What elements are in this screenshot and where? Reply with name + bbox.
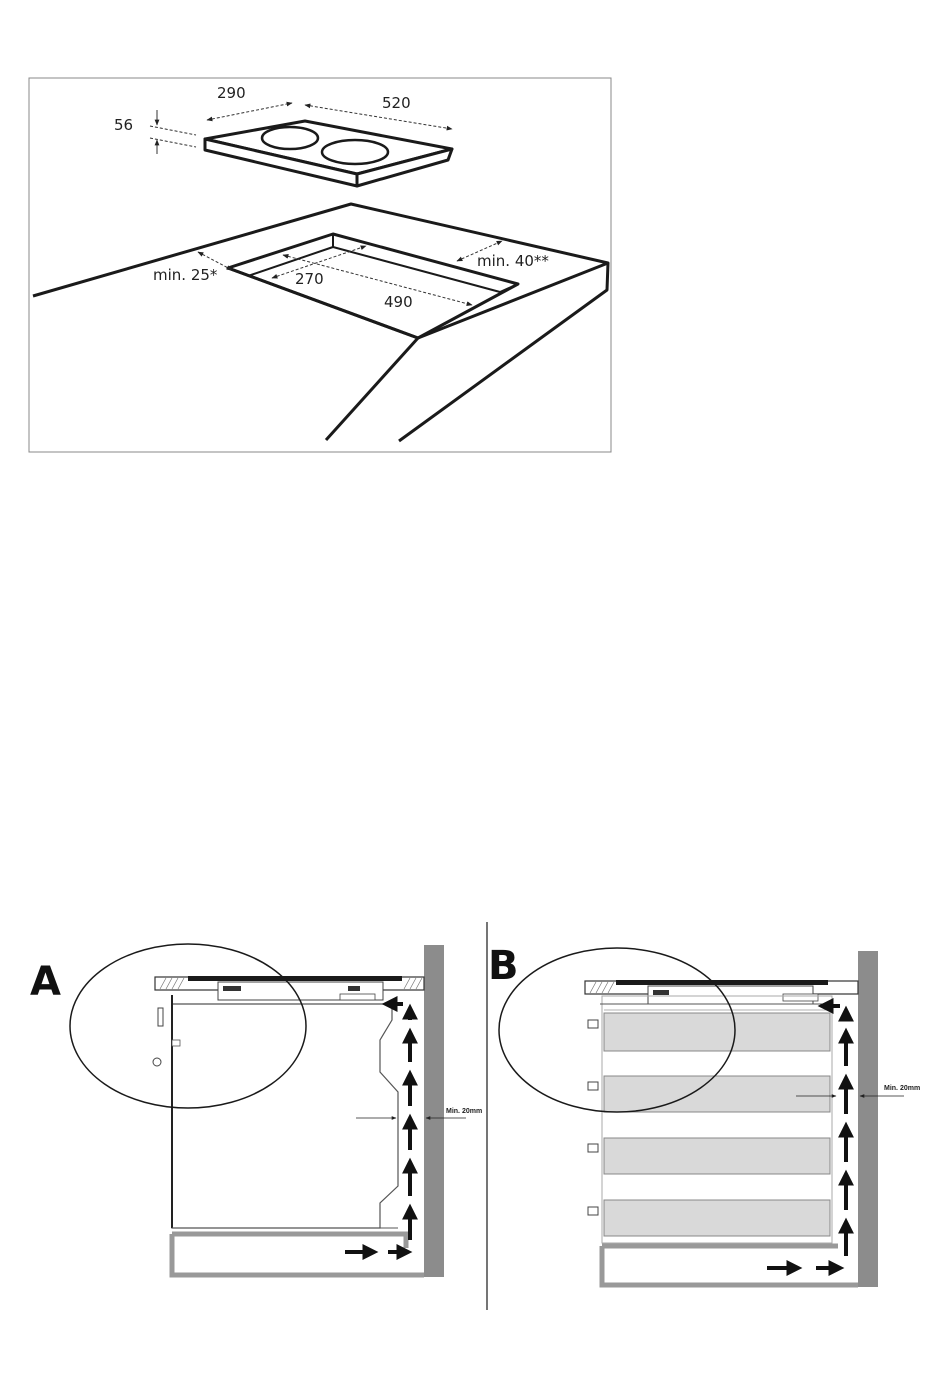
gap-label-b: Min. 20mm bbox=[884, 1085, 920, 1092]
hob-cutout-figure: 290 520 56 min. 25* min. 40** 270 490 bbox=[29, 78, 611, 452]
drawer-handles bbox=[588, 1020, 598, 1215]
oven-body-a bbox=[172, 1004, 398, 1228]
panel-a-oven: A bbox=[30, 944, 482, 1277]
wall-b bbox=[858, 951, 878, 1287]
cutout-width-label: 490 bbox=[384, 293, 413, 311]
panel-b-label: B bbox=[488, 943, 519, 989]
wall-a bbox=[424, 945, 444, 1277]
hob-zone-right bbox=[322, 140, 388, 164]
worktop bbox=[33, 204, 608, 441]
drawer-fronts bbox=[604, 1013, 830, 1236]
plinth-b bbox=[602, 1246, 858, 1285]
rear-clearance-label: min. 40** bbox=[477, 252, 549, 270]
hob-unit bbox=[205, 121, 452, 186]
cutout-depth-label: 270 bbox=[295, 270, 324, 288]
hob-height-label: 56 bbox=[114, 116, 133, 134]
panel-a-label: A bbox=[30, 959, 61, 1005]
panel-b-drawers: B bbox=[488, 943, 920, 1287]
hob-glass-b bbox=[616, 980, 828, 985]
hob-width-label: 520 bbox=[382, 94, 411, 112]
gap-label-a: Min. 20mm bbox=[446, 1108, 482, 1115]
hob-glass-a bbox=[188, 976, 402, 981]
front-clearance-label: min. 25* bbox=[153, 266, 218, 284]
hob-zone-left bbox=[262, 127, 318, 149]
hob-depth-label: 290 bbox=[217, 84, 246, 102]
plinth-a bbox=[172, 1234, 406, 1248]
